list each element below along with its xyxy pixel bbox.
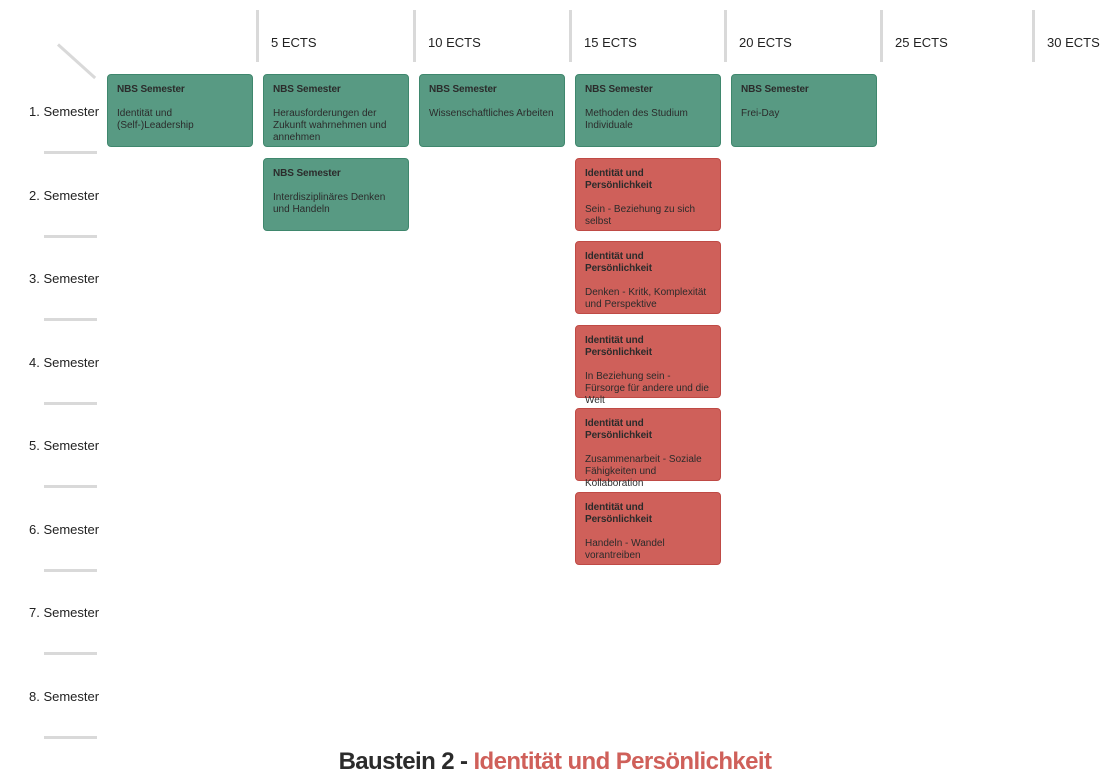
module-card-title: In Beziehung sein - Fürsorge für andere … — [585, 370, 709, 406]
module-card-category: NBS Semester — [117, 84, 185, 95]
module-card-category: NBS Semester — [429, 84, 497, 95]
module-card-title: Identität und (Self-)Leadership — [117, 108, 194, 131]
module-card-category: Identität und Persönlichkeit — [585, 334, 652, 358]
ects-column-1: 5 ECTS — [256, 10, 317, 62]
ects-column-label: 15 ECTS — [584, 35, 637, 50]
footer-title: Baustein 2 - Identität und Persönlichkei… — [0, 748, 1110, 776]
ects-column-5: 25 ECTS — [880, 10, 948, 62]
semester-divider — [44, 151, 97, 154]
module-card-category: NBS Semester — [273, 84, 341, 95]
ects-column-label: 25 ECTS — [895, 35, 948, 50]
module-card-category: Identität und Persönlichkeit — [585, 167, 652, 191]
ects-column-6: 30 ECTS — [1032, 10, 1100, 62]
module-card-title: Handeln - Wandel vorantreiben — [585, 537, 665, 561]
semester-divider — [44, 401, 97, 405]
module-card-title: Wissenschaftliches Arbeiten — [429, 108, 554, 119]
ects-column-2: 10 ECTS — [413, 10, 481, 62]
module-card-category: Identität und Persönlichkeit — [585, 251, 652, 274]
footer-title-highlight: Identität und Persönlichkeit — [473, 748, 772, 775]
semester-divider — [44, 234, 97, 238]
semester-divider — [44, 735, 97, 739]
module-card-title: Sein - Beziehung zu sich selbst — [585, 203, 696, 227]
semester-divider — [44, 652, 97, 655]
module-card-title: Interdisziplinäres Denken und Handeln — [273, 191, 386, 215]
corner-diagonal — [56, 43, 97, 80]
module-card[interactable]: Identität und Persönlichkeit In Beziehung… — [575, 324, 721, 406]
semester-label-6: 6. Semester — [29, 521, 100, 537]
footer-title-prefix: Baustein 2 - — [338, 748, 474, 775]
ects-column-label: 20 ECTS — [739, 35, 792, 50]
ects-column-label: 5 ECTS — [271, 35, 317, 50]
module-card-category: NBS Semester — [741, 84, 809, 95]
semester-divider — [44, 568, 97, 572]
module-card-category: Identität und Persönlichkeit — [585, 418, 652, 441]
module-card-title: Frei-Day — [741, 108, 780, 119]
semester-label-2: 2. Semester — [29, 187, 100, 203]
module-card-title: Zusammenarbeit - Soziale Fähigkeiten und… — [585, 454, 702, 489]
semester-label-1: 1. Semester — [29, 104, 100, 119]
semester-label-5: 5. Semester — [29, 438, 100, 453]
ects-column-label: 10 ECTS — [428, 35, 481, 50]
module-card-category: Identität und Persönlichkeit — [585, 501, 652, 525]
module-card-category: NBS Semester — [273, 167, 341, 179]
module-card-title: Denken - Kritk, Komplexität und Perspekt… — [585, 287, 707, 310]
semester-divider — [44, 318, 97, 321]
semester-label-4: 4. Semester — [29, 354, 100, 370]
semester-label-3: 3. Semester — [29, 271, 100, 286]
semester-label-8: 8. Semester — [29, 688, 100, 704]
semester-divider — [44, 485, 97, 488]
module-card-title: Methoden des Studium Individuale — [585, 108, 688, 131]
ects-column-3: 15 ECTS — [569, 10, 637, 62]
module-card-title: Herausforderungen der Zukunft wahrnehmen… — [273, 108, 387, 143]
semester-label-7: 7. Semester — [29, 605, 100, 620]
module-card-category: NBS Semester — [585, 84, 653, 95]
ects-column-4: 20 ECTS — [724, 10, 792, 62]
ects-column-label: 30 ECTS — [1047, 35, 1100, 50]
